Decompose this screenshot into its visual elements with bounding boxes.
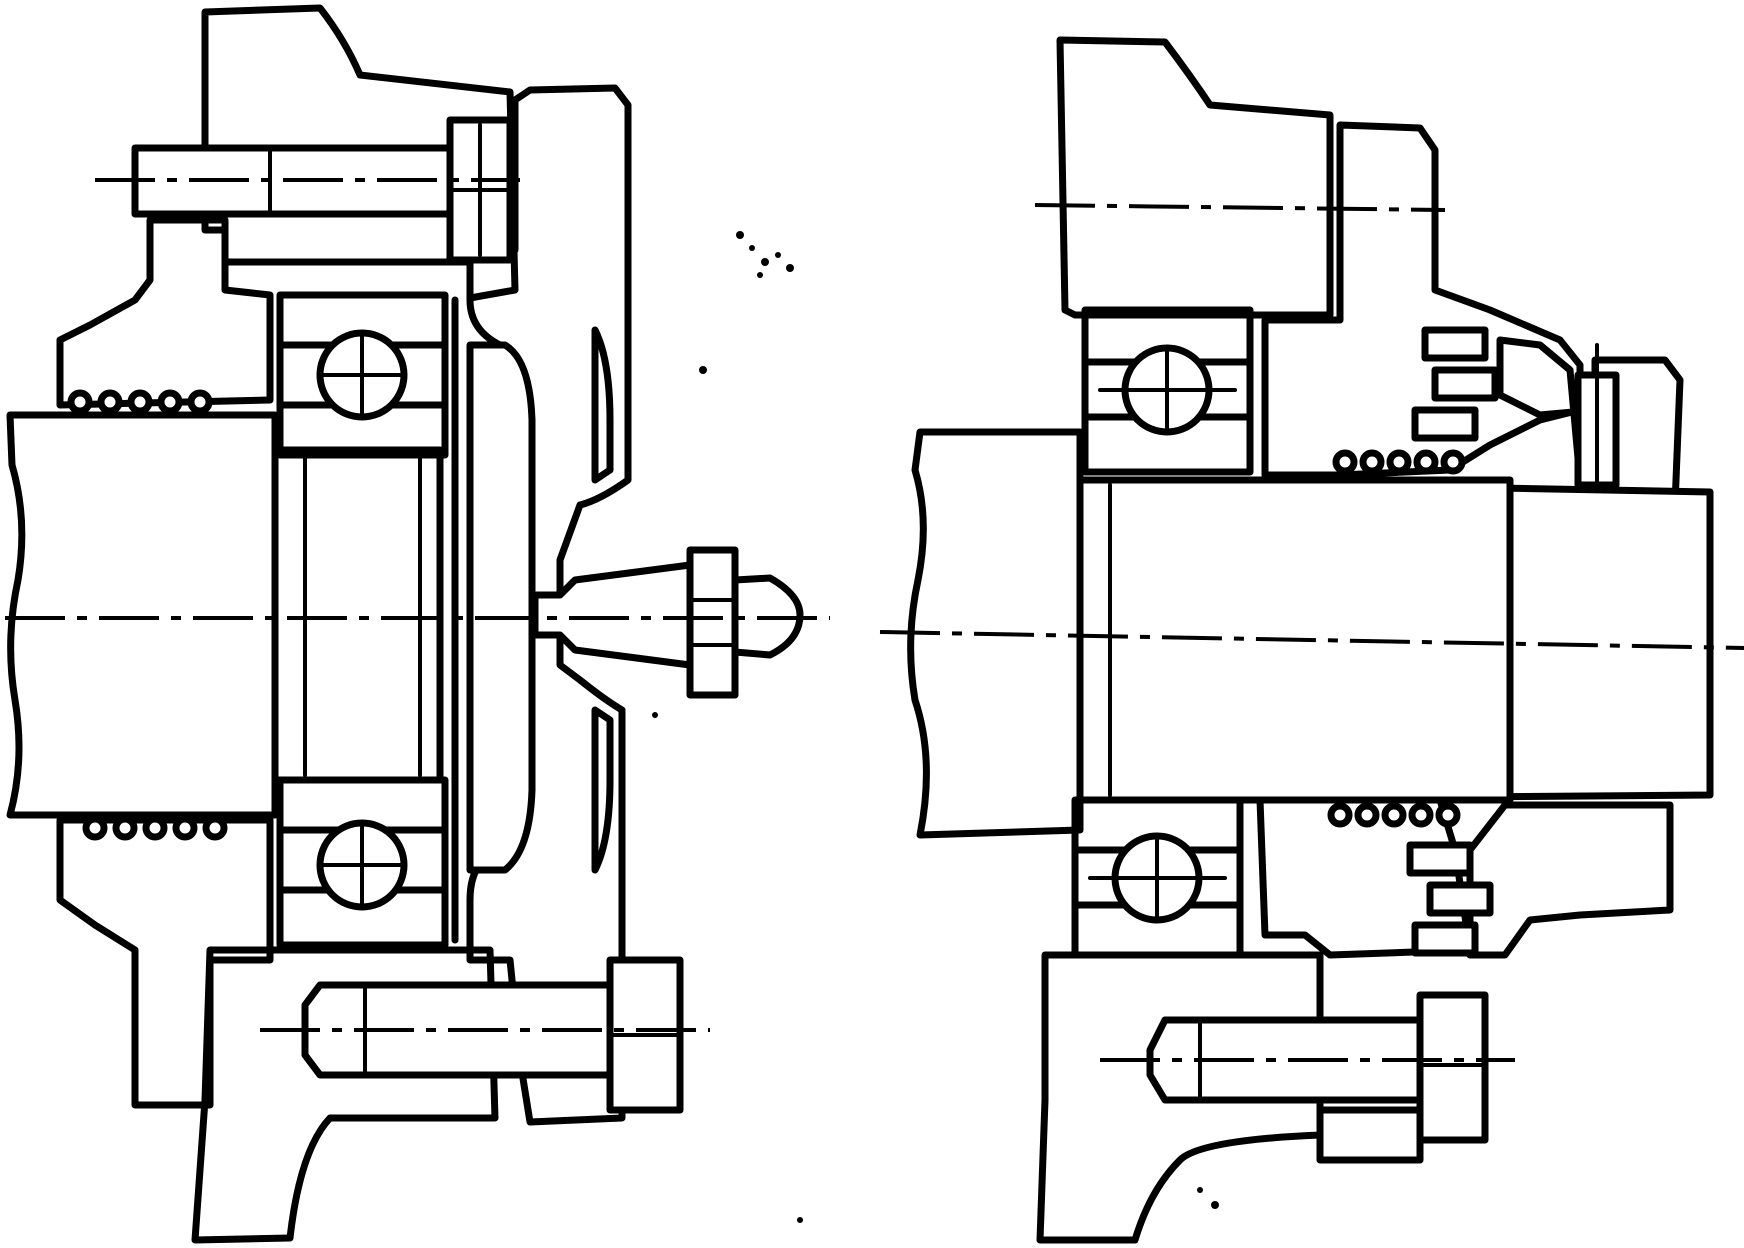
left-frame-upper [201, 4, 519, 302]
left-shaft-sleeve [271, 446, 444, 784]
right-seal-beads [1327, 449, 1466, 828]
right-centerline [879, 630, 1744, 650]
right-set-screw [1574, 343, 1620, 497]
left-bolt-upper [95, 116, 520, 264]
right-view [879, 36, 1744, 1244]
scan-noise [652, 231, 1219, 1223]
left-cover-groove-lower [591, 706, 614, 874]
right-frame-upper [1056, 36, 1334, 319]
right-upper-bolt-axis [1034, 203, 1446, 212]
right-frame-lower [1036, 951, 1324, 1244]
right-labyrinth [1406, 326, 1499, 957]
left-shaft [6, 411, 279, 819]
left-cover-groove [591, 326, 614, 484]
left-bolt-lower [260, 956, 710, 1114]
right-seal-cap [1496, 336, 1684, 539]
left-view [5, 4, 830, 1244]
right-bolt-lower [1100, 991, 1515, 1164]
left-housing-lower [56, 816, 274, 1109]
grease-nipple-icon [531, 546, 804, 699]
left-cover-recess [466, 341, 536, 874]
left-seal-beads [67, 389, 228, 841]
left-housing-upper [56, 216, 274, 409]
left-frame-lower [191, 946, 499, 1244]
right-seal-cap-lower [1466, 801, 1674, 959]
